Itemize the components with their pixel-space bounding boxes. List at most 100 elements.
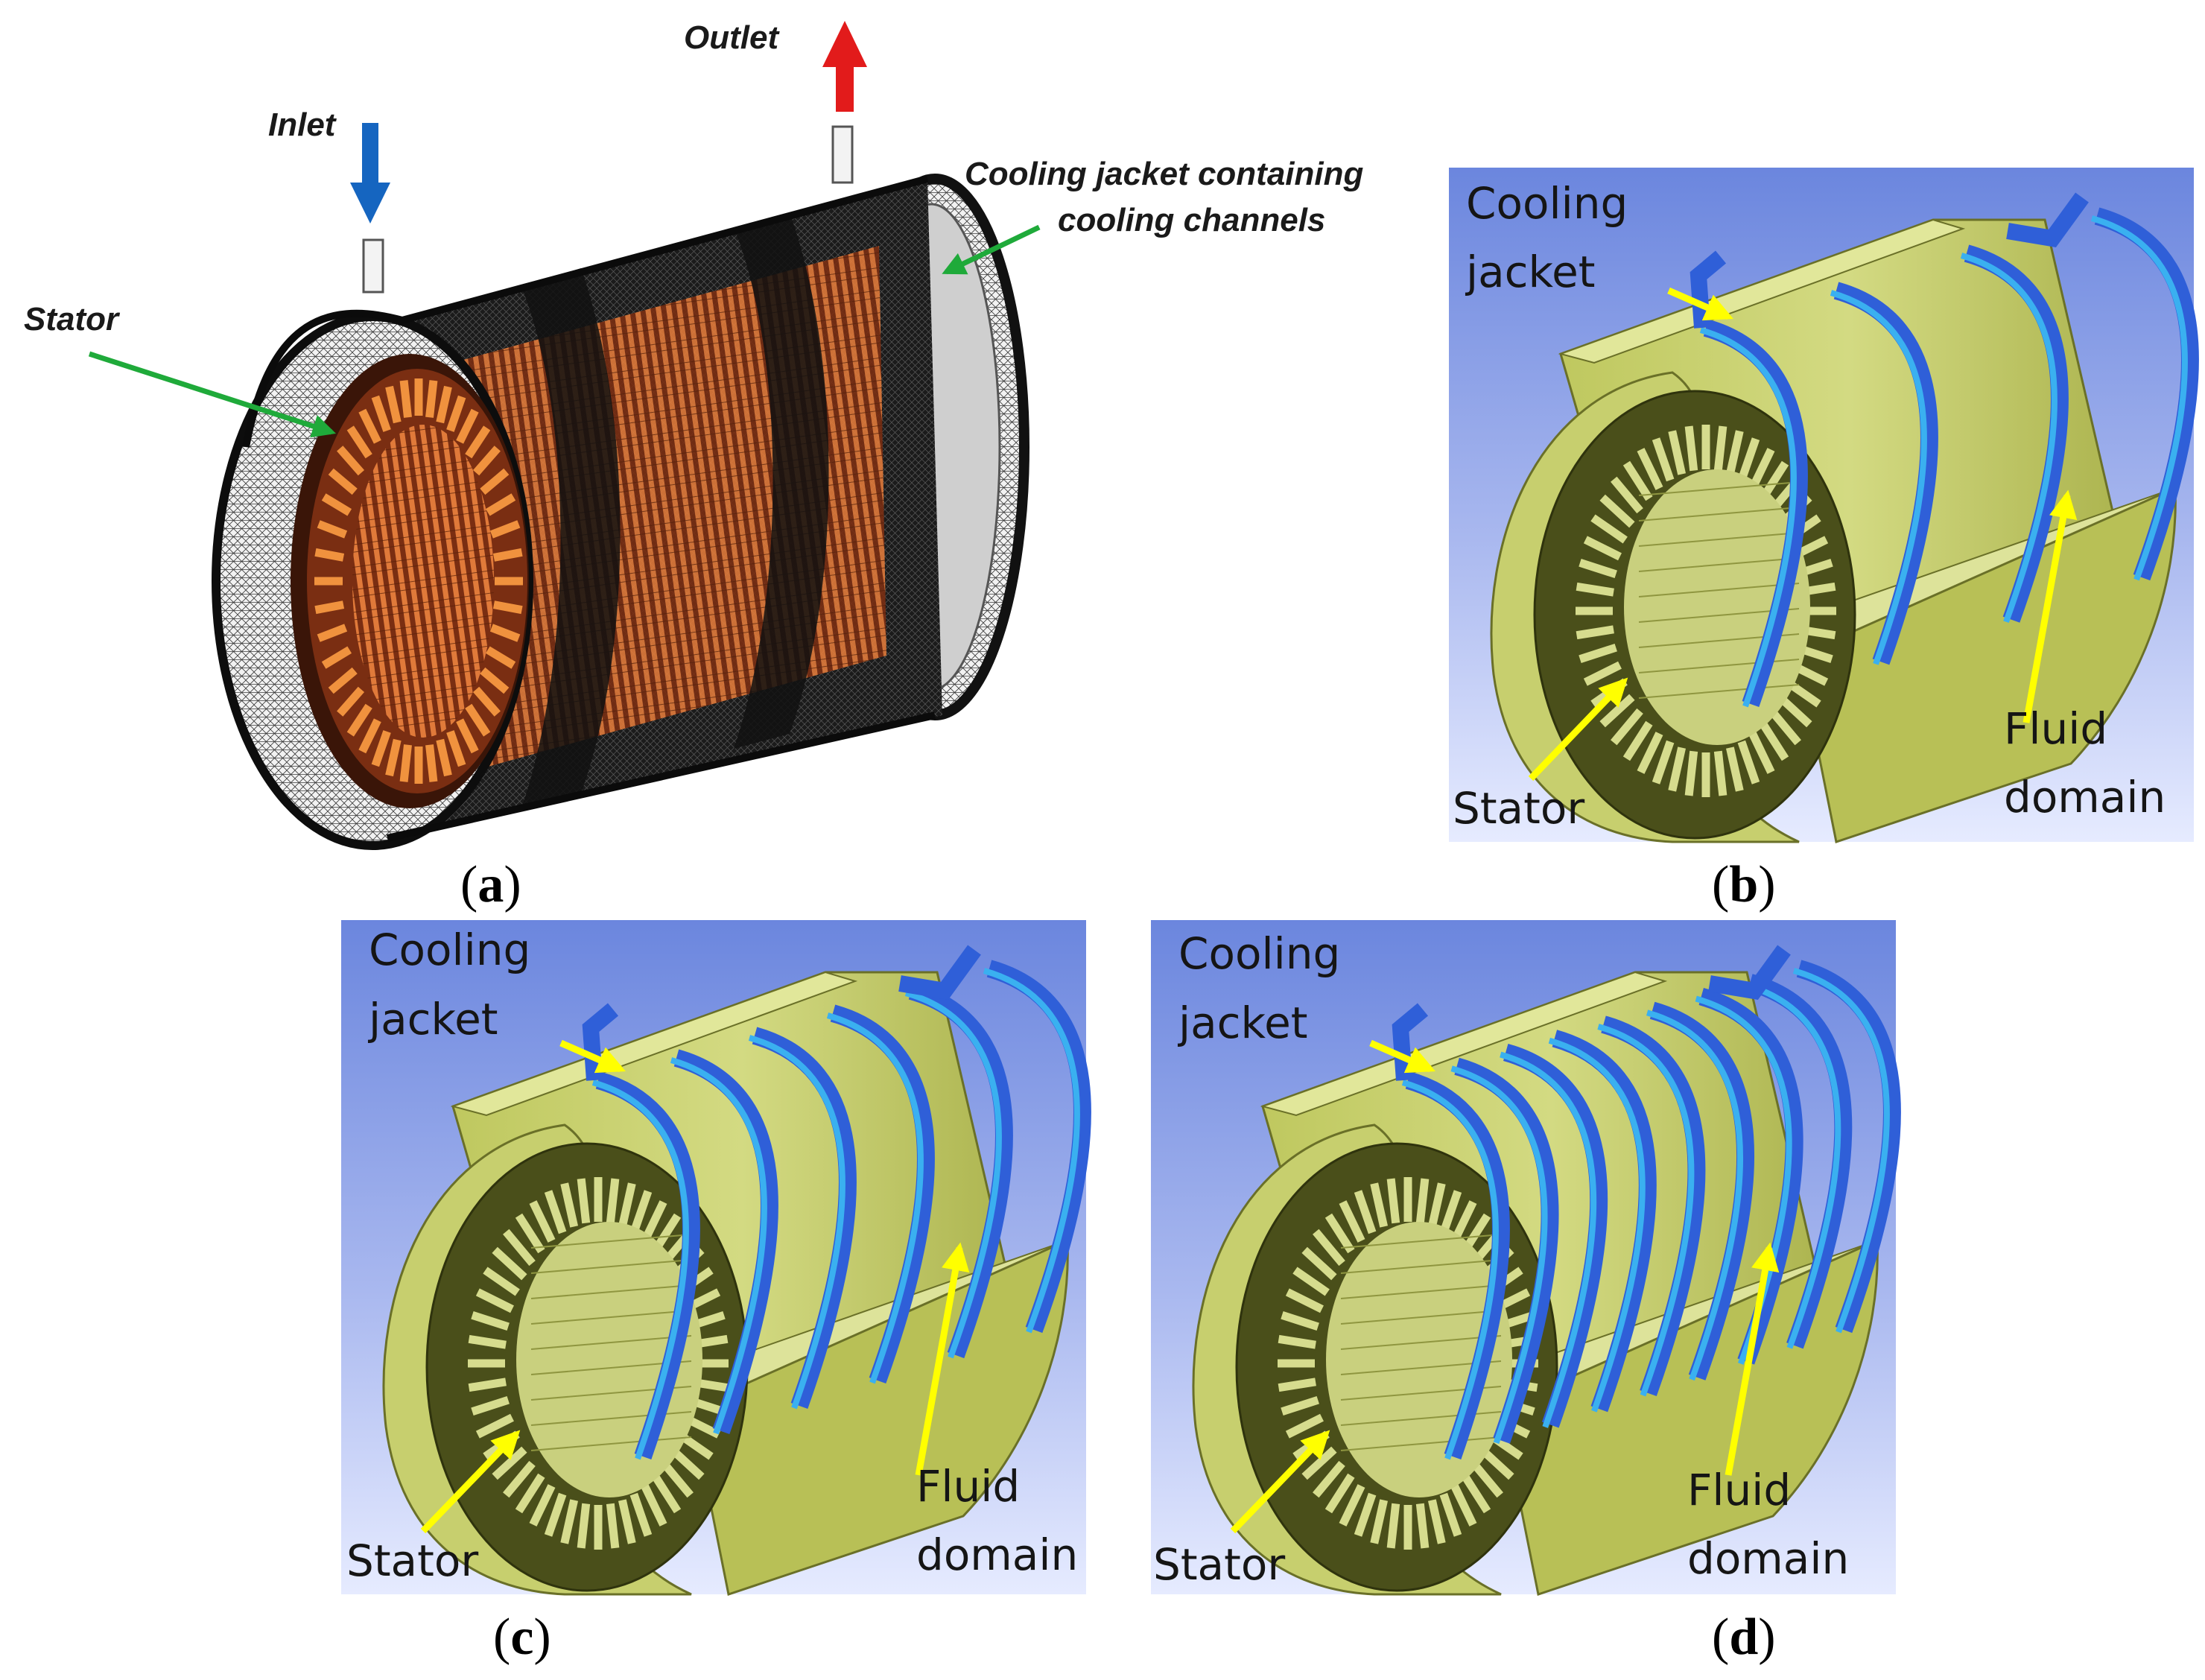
- stator-tooth: [456, 718, 479, 754]
- cooling-channel: [1748, 974, 1853, 1349]
- stator-tooth: [1599, 494, 1635, 528]
- stator-tooth: [446, 730, 466, 767]
- meshed-motor-model: [212, 125, 1029, 850]
- stator-tooth: [1611, 708, 1643, 746]
- cooling-channel-highlight: [591, 1080, 689, 1460]
- cooling-channel: [752, 1027, 857, 1410]
- stator-tooth: [485, 646, 516, 669]
- stator-tooth: [317, 624, 348, 642]
- stator-tooth: [1313, 1229, 1345, 1267]
- stator-tooth: [314, 600, 345, 615]
- cooling-channel-highlight: [1830, 290, 1927, 665]
- fluid-label-c-line1: Fluid: [916, 1461, 1020, 1512]
- stator-tooth: [606, 1178, 620, 1224]
- stator-tooth: [1354, 1492, 1377, 1537]
- stator-tooth: [317, 520, 348, 539]
- cooling-channel: [986, 960, 1091, 1334]
- stator-tooth: [492, 548, 523, 562]
- cooling-channel: [1796, 960, 1901, 1334]
- cooling-channel: [1601, 1015, 1706, 1397]
- cooling-channel: [1833, 282, 1938, 665]
- stator-tooth: [314, 548, 345, 562]
- panel-b: [1449, 168, 2199, 843]
- channel-outlet-bend: [2006, 192, 2089, 247]
- stator-tooth: [1576, 625, 1614, 640]
- stator-tooth: [529, 1484, 556, 1527]
- bore-slot-line: [1340, 1310, 1502, 1325]
- stator-tooth: [1339, 1200, 1365, 1243]
- stator-tooth: [1583, 536, 1622, 561]
- stator-tooth: [399, 744, 412, 782]
- fluid-label-d-line2: domain: [1687, 1533, 1849, 1584]
- stator-tooth: [492, 600, 523, 615]
- jacket-pointer-arrow: [559, 1039, 626, 1074]
- stator-tooth: [1301, 1246, 1337, 1281]
- jacket-top-edge: [1558, 218, 1966, 364]
- cooling-channel: [2094, 207, 2199, 581]
- stator-tooth: [1461, 1473, 1491, 1514]
- stator-tooth: [1324, 1473, 1355, 1514]
- stator-tooth: [346, 425, 372, 459]
- cooling-channel-highlight: [1401, 1080, 1499, 1460]
- bore-slot-line: [1638, 684, 1800, 699]
- bore-slot-line: [530, 1259, 692, 1274]
- fluid-label-b-line2: domain: [2004, 772, 2166, 822]
- cooling-channel-highlight: [748, 1035, 845, 1410]
- stator-tooth: [1725, 430, 1744, 475]
- jacket-pointer-arrow-a: [942, 224, 1041, 275]
- inlet-arrow: [350, 123, 390, 224]
- caption-b: (b): [1712, 856, 1776, 913]
- stator-tooth: [436, 385, 452, 424]
- stator-tooth: [480, 468, 510, 495]
- stator-tooth: [1450, 1484, 1477, 1527]
- stator-tooth: [472, 446, 501, 476]
- stator-tooth: [1354, 1190, 1377, 1234]
- panel-d-labels: Cooling jacket Stator Fluid domain: [1153, 928, 1849, 1590]
- inlet-pipe: [362, 238, 384, 294]
- jacket-pointer-arrow: [1667, 287, 1733, 321]
- cooling-channel-highlight: [1646, 1009, 1743, 1381]
- cooling-channel: [673, 1049, 778, 1434]
- cooling-channel-highlight: [826, 1012, 924, 1384]
- channel-inlet-bend: [1690, 250, 1727, 329]
- bore-slot-line: [1340, 1436, 1502, 1451]
- stator-tooth: [475, 1288, 514, 1313]
- cooling-channel: [1454, 1057, 1559, 1444]
- cooling-channel: [1964, 244, 2069, 623]
- stator-tooth: [1579, 559, 1617, 579]
- stator-tooth: [641, 1484, 667, 1527]
- stator-tooth: [1292, 1267, 1330, 1296]
- stator-tooth: [337, 446, 365, 476]
- stator-tooth: [1278, 1378, 1316, 1392]
- channel-inlet-bend: [1392, 1003, 1429, 1081]
- jacket-label-d-line2: jacket: [1177, 998, 1308, 1048]
- stator-tooth: [544, 1492, 567, 1537]
- stator-pointer-arrow-a: [88, 351, 336, 438]
- bore-slot-line: [530, 1284, 692, 1299]
- stator-tooth: [1324, 1213, 1355, 1254]
- cooling-channel-highlight: [1548, 1037, 1646, 1413]
- bore-slot-line: [1638, 532, 1800, 547]
- stator-tooth: [399, 380, 412, 418]
- bore-slot-line: [1340, 1234, 1502, 1249]
- stator-tooth: [1684, 425, 1698, 472]
- cooling-channel: [908, 982, 1013, 1359]
- stator-tooth: [1339, 1484, 1365, 1527]
- channel-outlet-bend: [898, 945, 981, 1000]
- stator-label-d: Stator: [1153, 1539, 1285, 1590]
- stator-tooth: [560, 1499, 579, 1544]
- jacket-top-edge: [450, 971, 858, 1117]
- stator-tooth: [661, 1460, 694, 1498]
- stator-tooth: [1768, 708, 1801, 746]
- jacket-label-b-line1: Cooling: [1466, 178, 1628, 229]
- cooling-channel: [1503, 1043, 1608, 1428]
- stator-tooth: [471, 1395, 510, 1416]
- stator-tooth: [1579, 643, 1617, 663]
- stator-pointer-arrow: [1230, 1430, 1330, 1534]
- outlet-label: Outlet: [684, 19, 780, 56]
- stator-tooth: [1713, 425, 1727, 472]
- jacket-label-c-line2: jacket: [367, 994, 498, 1045]
- stator-tooth: [618, 1182, 636, 1228]
- stator-tooth: [1725, 747, 1744, 792]
- stator-tooth: [1748, 732, 1775, 774]
